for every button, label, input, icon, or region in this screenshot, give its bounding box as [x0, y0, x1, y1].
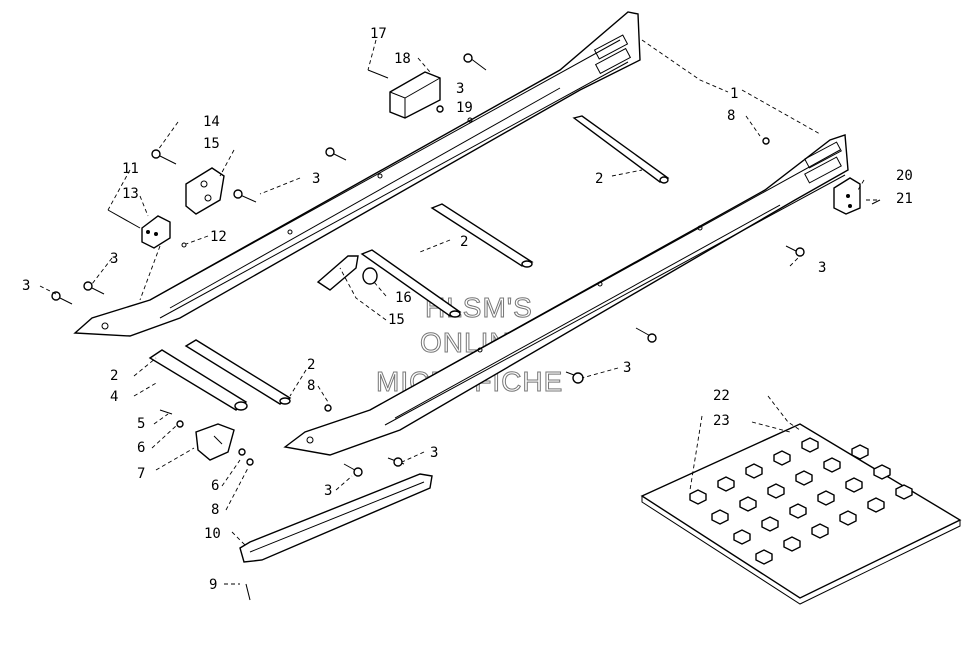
callout-21: 21 [896, 191, 913, 207]
callout-18: 18 [394, 51, 411, 67]
screw-11 [107, 209, 141, 229]
track-clip [739, 496, 757, 512]
nut-8c [762, 137, 770, 145]
washer-6b [238, 448, 246, 456]
washer-6a [176, 420, 184, 428]
track-clip [789, 503, 807, 519]
track-clip [711, 509, 729, 525]
track-clip [733, 529, 751, 545]
track-clip [845, 477, 863, 493]
track-section [640, 423, 962, 605]
track-clip [811, 523, 829, 539]
cross-shafts [148, 115, 670, 411]
callout-3: 3 [430, 445, 438, 461]
callout-17: 17 [370, 26, 387, 42]
callout-5: 5 [137, 416, 145, 432]
cross-shaft-rear [572, 115, 670, 184]
callout-2: 2 [307, 357, 315, 373]
track-clip [895, 484, 913, 500]
callout-2: 2 [595, 171, 603, 187]
track-clip [767, 483, 785, 499]
callout-11: 11 [122, 161, 139, 177]
callout-19: 19 [456, 100, 473, 116]
callout-8: 8 [727, 108, 735, 124]
callout-20: 20 [896, 168, 913, 184]
track-clip [801, 437, 819, 453]
callout-23: 23 [713, 413, 730, 429]
track-clip [755, 549, 773, 565]
callout-3: 3 [22, 278, 30, 294]
callout-4: 4 [110, 389, 118, 405]
callout-1: 1 [730, 86, 738, 102]
callout-14: 14 [203, 114, 220, 130]
callout-6: 6 [211, 478, 219, 494]
callout-2: 2 [110, 368, 118, 384]
callout-13: 13 [122, 186, 139, 202]
cross-shaft-mid [430, 203, 534, 268]
nut-19 [436, 105, 444, 113]
small-parts [51, 53, 881, 477]
lower-shaft-2 [184, 339, 292, 405]
track-clip [795, 470, 813, 486]
callout-3: 3 [110, 251, 118, 267]
callout-10: 10 [204, 526, 221, 542]
bracket-14 [185, 167, 225, 215]
track-clip [773, 450, 791, 466]
track-clip [717, 476, 735, 492]
track-clip [851, 444, 869, 460]
cross-shaft-front [360, 249, 462, 318]
track-clip [867, 497, 885, 513]
track-clip [823, 457, 841, 473]
wear-block-7 [195, 423, 235, 461]
track-clip [817, 490, 835, 506]
callout-15: 15 [203, 136, 220, 152]
bolt-17 [367, 69, 389, 79]
callout-2: 2 [460, 234, 468, 250]
callout-3: 3 [818, 260, 826, 276]
callout-3: 3 [623, 360, 631, 376]
block-18 [389, 71, 441, 119]
callout-12: 12 [210, 229, 227, 245]
right-side-rail [283, 134, 849, 456]
track-clip [783, 536, 801, 552]
callout-15: 15 [388, 312, 405, 328]
nut-8a [324, 404, 332, 412]
track-clip [761, 516, 779, 532]
callout-8: 8 [307, 378, 315, 394]
left-side-rail [73, 11, 641, 337]
track-clip [745, 463, 763, 479]
slide-wear-strip [239, 473, 433, 601]
track-clip [689, 489, 707, 505]
callout-16: 16 [395, 290, 412, 306]
callout-8: 8 [211, 502, 219, 518]
lower-shaft-4 [148, 349, 248, 411]
track-clip [873, 464, 891, 480]
callout-7: 7 [137, 466, 145, 482]
callout-6: 6 [137, 440, 145, 456]
callout-3: 3 [312, 171, 320, 187]
track-clip [839, 510, 857, 526]
callout-3: 3 [456, 81, 464, 97]
callout-9: 9 [209, 577, 217, 593]
callout-3: 3 [324, 483, 332, 499]
callout-22: 22 [713, 388, 730, 404]
nut-8b [246, 458, 254, 466]
bracket-16 [316, 255, 359, 291]
screw-9 [245, 583, 251, 601]
leader-lines [39, 39, 878, 585]
callout-labels: 17 18 3 19 1 8 14 15 3 2 20 21 11 13 12 … [22, 26, 913, 593]
